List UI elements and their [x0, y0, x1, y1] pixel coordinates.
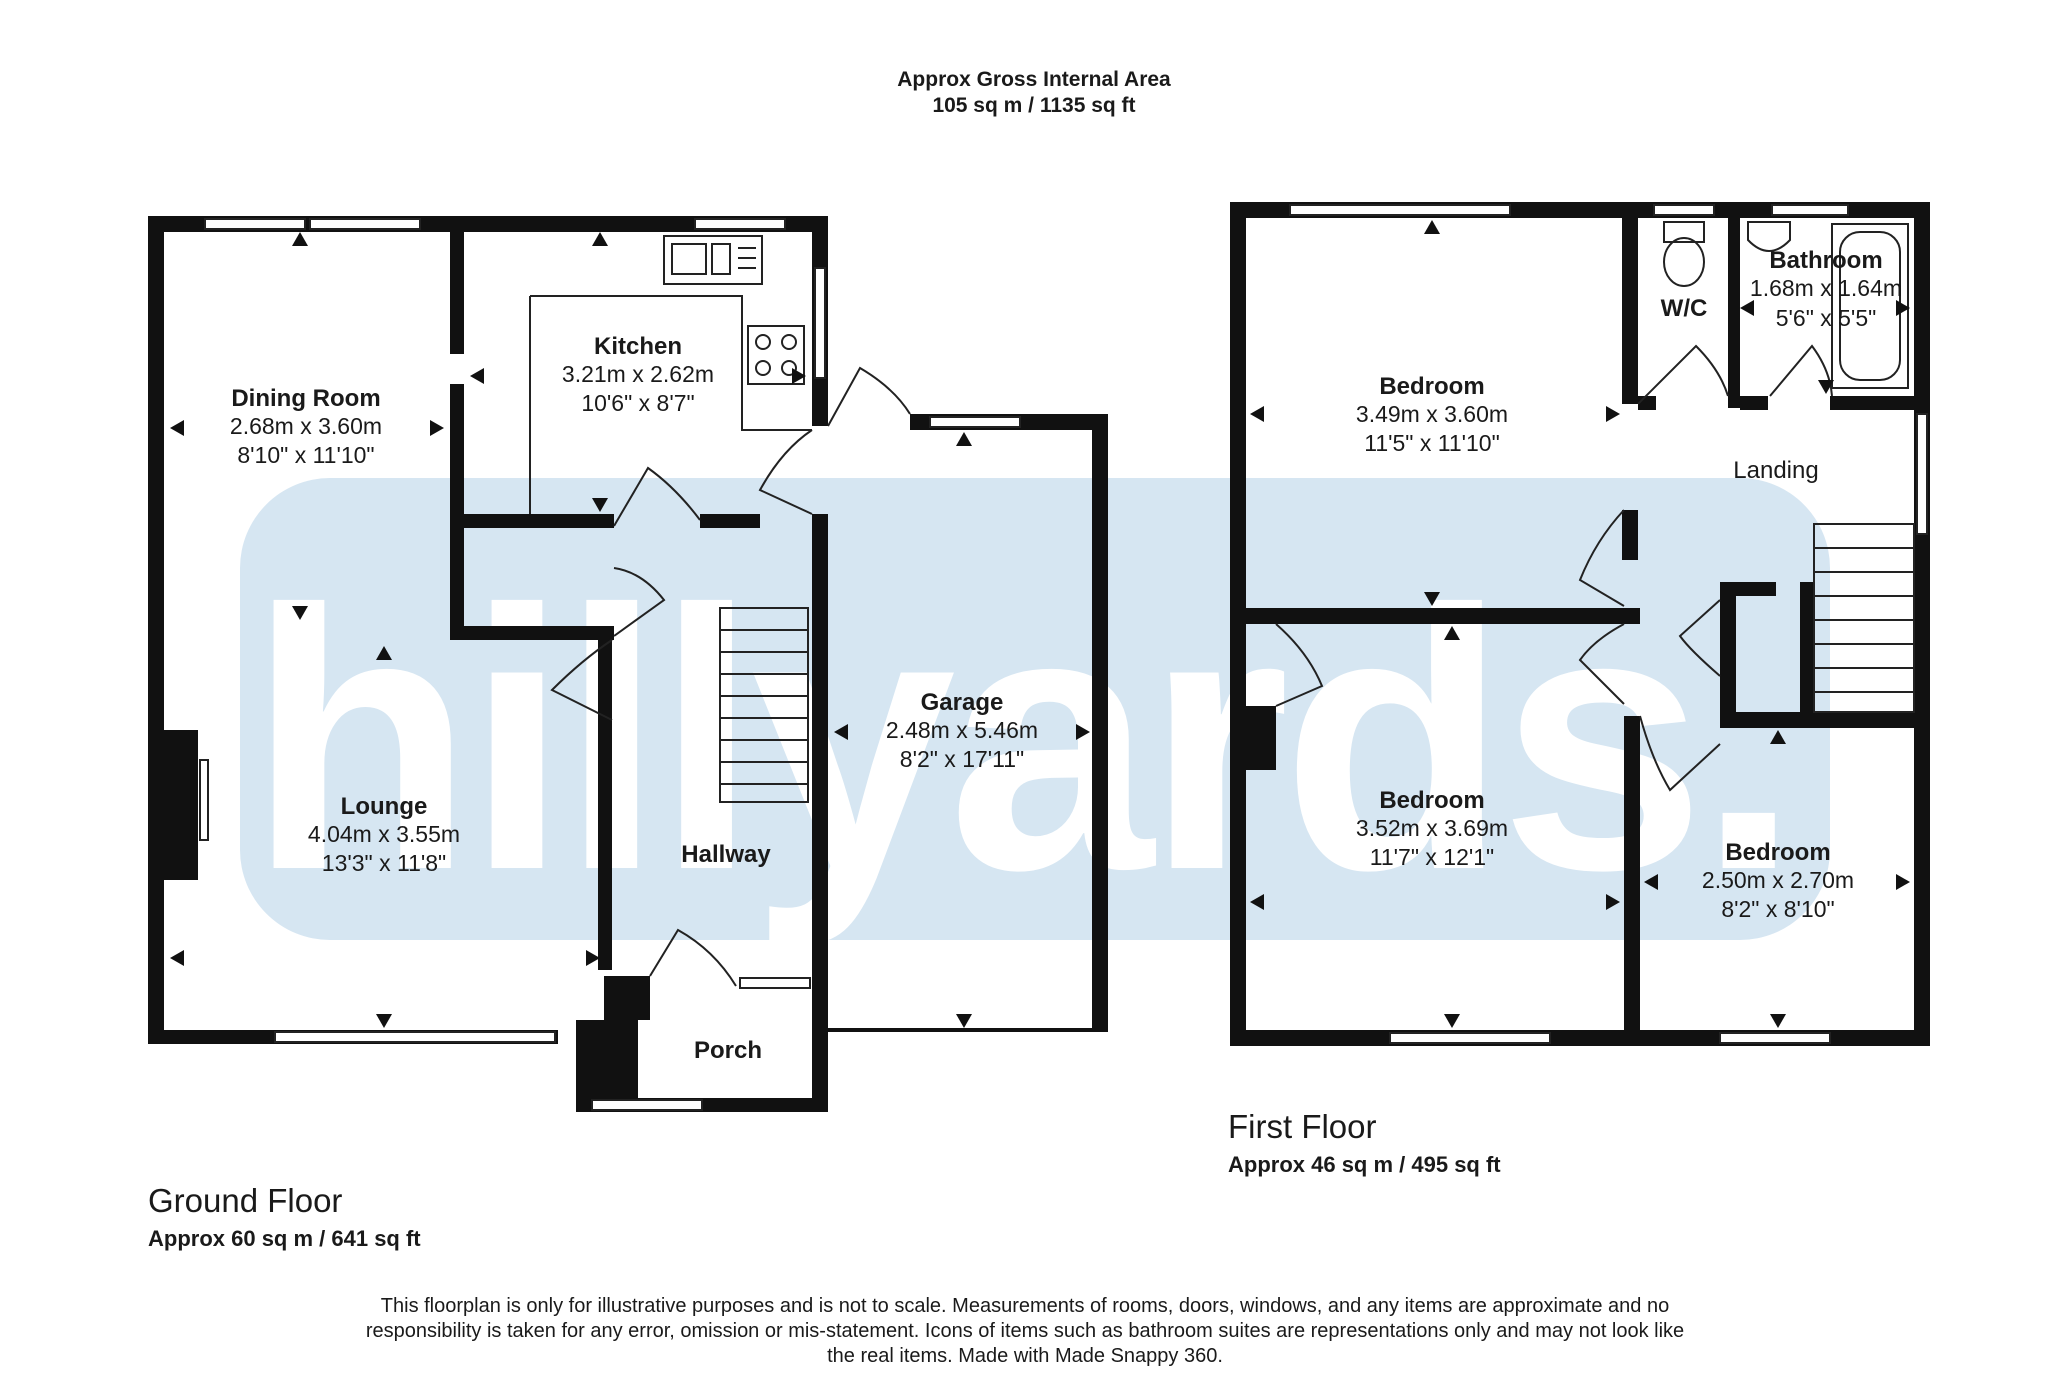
basin-icon — [1747, 221, 1791, 252]
room-imperial: 13'3" x 11'8" — [322, 850, 446, 876]
doors-first — [1275, 344, 1833, 792]
room-metric: 2.50m x 2.70m — [1702, 867, 1854, 893]
windows-first — [1289, 204, 1928, 1044]
hob-icon — [747, 325, 805, 385]
header-title: Approx Gross Internal Area — [897, 68, 1171, 91]
first-stairs — [1813, 523, 1915, 713]
first-floor-plan — [1230, 202, 1930, 1046]
ground-floor-plan — [148, 216, 1108, 1112]
room-metric: 1.68m x 1.64m — [1750, 275, 1902, 301]
room-wc: W/C — [1661, 295, 1708, 322]
room-name: Kitchen — [594, 333, 682, 360]
room-name: Bedroom — [1725, 839, 1830, 866]
ground-floor-area: Approx 60 sq m / 641 sq ft — [148, 1226, 421, 1251]
room-metric: 3.52m x 3.69m — [1356, 815, 1508, 841]
disclaimer: This floorplan is only for illustrative … — [365, 1295, 1685, 1367]
room-bathroom: Bathroom 1.68m x 1.64m 5'6" x 5'5" — [1750, 247, 1902, 331]
windows — [199, 218, 1021, 1111]
room-landing: Landing — [1733, 457, 1818, 484]
room-name: Dining Room — [231, 385, 380, 412]
room-metric: 4.04m x 3.55m — [308, 821, 460, 847]
room-imperial: 10'6" x 8'7" — [581, 390, 694, 416]
room-imperial: 5'6" x 5'5" — [1776, 305, 1877, 331]
first-floor-name: First Floor — [1228, 1108, 1377, 1145]
room-imperial: 8'2" x 8'10" — [1721, 896, 1834, 922]
sink-icon — [663, 235, 763, 285]
room-name: Lounge — [341, 793, 428, 820]
room-metric: 2.68m x 3.60m — [230, 413, 382, 439]
toilet-icon — [1663, 221, 1705, 287]
room-imperial: 11'7" x 12'1" — [1370, 844, 1494, 870]
room-imperial: 8'10" x 11'10" — [237, 442, 374, 468]
room-kitchen: Kitchen 3.21m x 2.62m 10'6" x 8'7" — [562, 333, 714, 416]
doors — [550, 366, 911, 987]
room-dining: Dining Room 2.68m x 3.60m 8'10" x 11'10" — [230, 385, 382, 468]
room-bedroom-2: Bedroom 3.52m x 3.69m 11'7" x 12'1" — [1356, 787, 1508, 870]
room-name: Bedroom — [1379, 787, 1484, 814]
dimension-arrows — [170, 220, 1910, 1028]
room-imperial: 11'5" x 11'10" — [1364, 430, 1500, 456]
room-bedroom-3: Bedroom 2.50m x 2.70m 8'2" x 8'10" — [1702, 839, 1854, 922]
room-name: Bathroom — [1769, 247, 1882, 274]
room-name: Bedroom — [1379, 373, 1484, 400]
room-bedroom-1: Bedroom 3.49m x 3.60m 11'5" x 11'10" — [1356, 373, 1508, 456]
first-floor-area: Approx 46 sq m / 495 sq ft — [1228, 1152, 1501, 1177]
room-name: Garage — [921, 689, 1004, 716]
watermark: hillyards. — [240, 478, 1830, 949]
room-metric: 3.21m x 2.62m — [562, 361, 714, 387]
room-garage: Garage 2.48m x 5.46m 8'2" x 17'11" — [886, 689, 1038, 772]
room-metric: 2.48m x 5.46m — [886, 717, 1038, 743]
watermark-text: hillyards. — [248, 534, 1793, 949]
room-imperial: 8'2" x 17'11" — [900, 746, 1024, 772]
room-hallway: Hallway — [681, 841, 771, 868]
ground-floor-name: Ground Floor — [148, 1182, 342, 1219]
ground-stairs — [719, 607, 809, 803]
room-porch: Porch — [694, 1037, 762, 1064]
header-area: 105 sq m / 1135 sq ft — [932, 94, 1135, 117]
room-metric: 3.49m x 3.60m — [1356, 401, 1508, 427]
room-lounge: Lounge 4.04m x 3.55m 13'3" x 11'8" — [308, 793, 460, 876]
